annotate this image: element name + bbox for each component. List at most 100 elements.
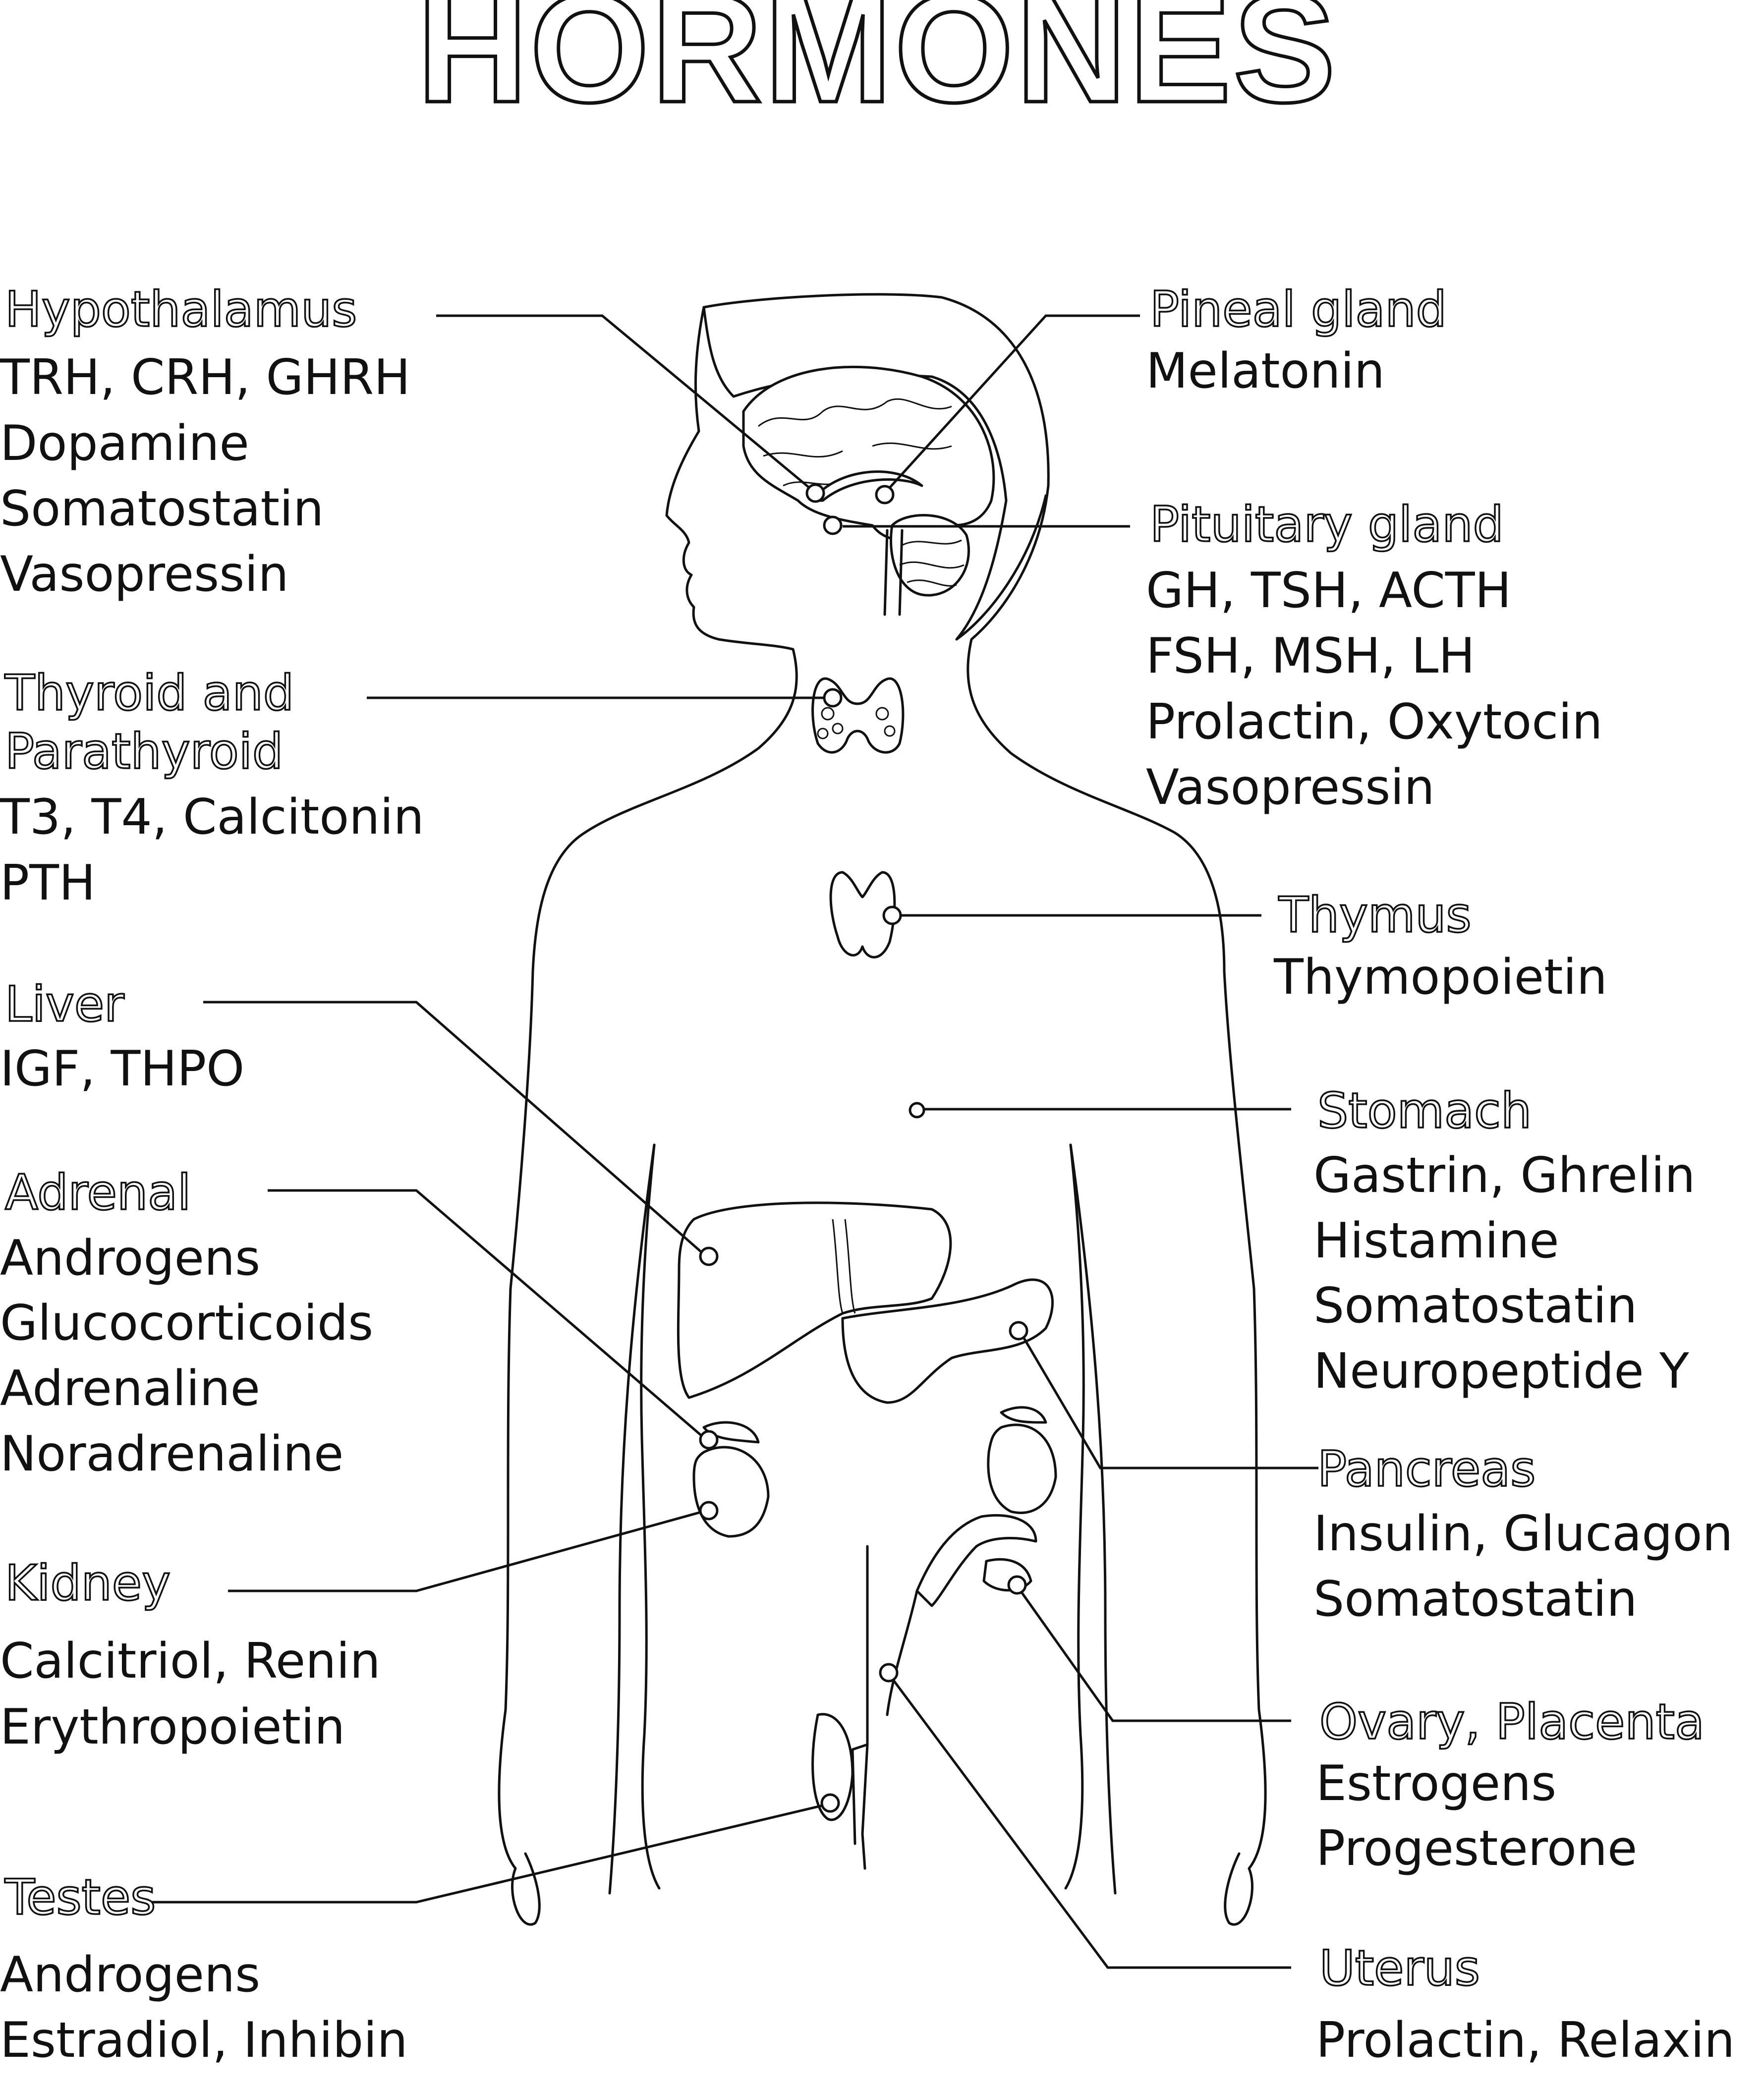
hormone-line: FSH, MSH, LH [1146, 628, 1475, 684]
hormone-line: PTH [0, 855, 96, 911]
leg-divider [861, 1545, 869, 1870]
pineal-leader [884, 314, 1140, 494]
thyroid-gland [811, 677, 905, 754]
body-outline [498, 293, 1267, 1926]
right-adrenal [1000, 1406, 1047, 1424]
pancreas-organ [841, 1278, 1054, 1404]
brain [742, 365, 995, 616]
right-arm-line [1069, 1143, 1117, 1895]
cerebellum-folds [899, 539, 965, 587]
label-kidney: Kidney Calcitriol, Renin Erythropoietin [0, 1554, 381, 1755]
leader-lines [149, 314, 1318, 1969]
label-uterus: Uterus Prolactin, Relaxin [1316, 1939, 1735, 2069]
right-torso-line [1064, 1143, 1085, 1890]
pancreas-leader [1020, 1332, 1318, 1469]
hormone-line: Neuropeptide Y [1313, 1343, 1690, 1400]
hormone-line: Adrenaline [0, 1360, 260, 1417]
label-hypothalamus: Hypothalamus TRH, CRH, GHRH Dopamine Som… [0, 281, 410, 603]
cerebellum [890, 514, 970, 597]
organ-name: Testes [4, 1869, 156, 1926]
organ-name: Pituitary gland [1150, 497, 1504, 553]
organ-name: Pancreas [1317, 1441, 1536, 1498]
adrenal-dot [699, 1430, 719, 1450]
corpus-callosum [811, 470, 923, 502]
stomach-dot [909, 1102, 925, 1119]
ovary-dot [1007, 1575, 1027, 1595]
label-ovary: Ovary, Placenta Estrogens Progesterone [1316, 1693, 1706, 1877]
hormone-line: IGF, THPO [0, 1041, 244, 1097]
thymus-organ [829, 871, 896, 959]
label-thyroid: Thyroid and Parathyroid T3, T4, Calciton… [0, 664, 424, 911]
hormone-line: T3, T4, Calcitonin [0, 789, 424, 846]
thymus-dot [882, 905, 902, 925]
leg-divider-left [851, 1743, 869, 1845]
label-stomach: Stomach Gastrin, Ghrelin Histamine Somat… [1313, 1082, 1695, 1400]
hormone-line: Vasopressin [1146, 759, 1435, 816]
hormone-line: Calcitriol, Renin [0, 1633, 381, 1690]
label-pancreas: Pancreas Insulin, Glucagon Somatostatin [1313, 1440, 1733, 1628]
reproductive-organs [811, 1514, 1037, 1821]
face-profile [498, 306, 798, 1870]
hormone-line: Somatostatin [1313, 1278, 1637, 1334]
testis-organ [811, 1713, 854, 1821]
hormone-line: Erythropoietin [0, 1699, 345, 1755]
hormone-line: GH, TSH, ACTH [1146, 563, 1511, 619]
hormone-line: Melatonin [1146, 343, 1385, 399]
organ-name: Liver [5, 976, 124, 1033]
hypothalamus-dot-2 [823, 515, 843, 535]
adrenal-leader [268, 1189, 707, 1441]
organ-name: Kidney [5, 1555, 171, 1612]
kidney-dot [699, 1501, 719, 1521]
hormone-line: Androgens [0, 1230, 260, 1287]
hormone-line: Estradiol, Inhibin [0, 2012, 408, 2069]
uterus-tube [886, 1589, 918, 1716]
hormone-line: Histamine [1313, 1213, 1559, 1269]
kidney-leader [228, 1509, 707, 1592]
hormone-line: Noradrenaline [0, 1426, 343, 1482]
organ-name: Hypothalamus [5, 282, 357, 338]
organ-name: Uterus [1319, 1940, 1480, 1997]
hormone-line: Estrogens [1316, 1755, 1556, 1812]
hormone-line: Prolactin, Oxytocin [1146, 694, 1602, 750]
left-kidney [692, 1446, 770, 1538]
testes-dot [820, 1793, 840, 1813]
left-arm-line [608, 1143, 656, 1895]
hypothalamus-leader [436, 314, 814, 492]
label-liver: Liver IGF, THPO [0, 975, 244, 1097]
right-kidney [987, 1423, 1057, 1514]
brain-folds [758, 398, 952, 487]
hypothalamus-dot [805, 483, 825, 503]
hormone-line: TRH, CRH, GHRH [0, 349, 410, 406]
brainstem [883, 529, 904, 616]
label-testes: Testes Androgens Estradiol, Inhibin [0, 1868, 408, 2069]
label-pituitary: Pituitary gland GH, TSH, ACTH FSH, MSH, … [1146, 496, 1602, 816]
thyroid-dot [823, 688, 843, 708]
hormone-line: Thymopoietin [1273, 949, 1607, 1006]
organ-name: Adrenal [5, 1165, 191, 1221]
organ-name: Thyroid and [4, 665, 294, 722]
hormone-line: Vasopressin [0, 546, 289, 603]
hormone-line: Glucocorticoids [0, 1295, 373, 1352]
hormone-line: Progesterone [1316, 1820, 1637, 1877]
liver-dot [699, 1246, 719, 1266]
liver-ligament [832, 1219, 856, 1314]
diagram-title: HORMONES [417, 0, 1338, 134]
pineal-dot [875, 485, 895, 505]
uterus-organ [915, 1514, 1037, 1607]
organ-name: Thymus [1278, 887, 1472, 944]
hormone-line: Androgens [0, 1947, 260, 2003]
hormone-line: Somatostatin [1313, 1571, 1637, 1628]
pancreas-dot [1009, 1321, 1028, 1341]
liver-leader [203, 1001, 707, 1257]
organ-name: Ovary, Placenta [1319, 1694, 1705, 1750]
left-torso-line [640, 1143, 661, 1890]
hormone-line: Somatostatin [0, 481, 324, 537]
left-hand [511, 1852, 541, 1926]
head-outline [702, 293, 1267, 1870]
label-pineal: Pineal gland Melatonin [1146, 281, 1448, 399]
uterus-leader [888, 1674, 1291, 1969]
label-adrenal: Adrenal Androgens Glucocorticoids Adrena… [0, 1164, 373, 1482]
organ-name: Parathyroid [5, 724, 283, 780]
hormone-line: Dopamine [0, 415, 249, 472]
